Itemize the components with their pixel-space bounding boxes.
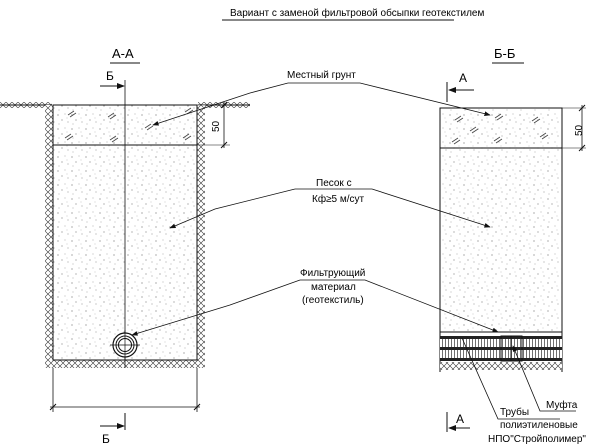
section-label-left: А-А [112, 46, 134, 61]
callout-coupling: Муфта [512, 345, 578, 412]
callout-filter: Фильтрующий материал (геотекстиль) [131, 268, 499, 336]
callout-local-soil: Местный грунт [152, 70, 491, 126]
drawing-title: Вариант с заменой фильтровой обсыпки гео… [230, 7, 484, 19]
section-a-a: А-А [0, 46, 250, 446]
callout-local-soil-label: Местный грунт [287, 70, 356, 81]
cut-marker-bottom-label-right: А [456, 412, 464, 426]
callout-sand: Песок с Кф≥5 м/сут [169, 178, 491, 229]
trench-bottom-right [440, 362, 562, 370]
callout-sand-label-2: Кф≥5 м/сут [312, 193, 365, 205]
section-b-b: Б-Б А 50 [439, 46, 586, 432]
local-soil-marks-right [451, 113, 549, 145]
callout-coupling-label: Муфта [546, 399, 578, 411]
section-label-right: Б-Б [494, 46, 515, 61]
local-soil-marks [64, 107, 194, 143]
cut-marker-top-label: Б [106, 69, 114, 83]
callout-pipes-label-3: НПО"Стройполимер" [488, 434, 586, 445]
callout-pipes-label-1: Трубы [500, 406, 529, 418]
pipe-cross-section [110, 330, 140, 360]
trench-wall-right [197, 105, 205, 367]
depth-dimension-value: 50 [211, 120, 222, 132]
callout-pipes: Трубы полиэтиленовые НПО"Стройполимер" [461, 337, 586, 445]
cut-marker-top-label-right: А [459, 71, 467, 85]
callout-pipes-label-2: полиэтиленовые [500, 420, 578, 431]
callout-filter-label-1: Фильтрующий [300, 268, 365, 279]
depth-dimension-value-right: 50 [574, 124, 585, 136]
callout-filter-label-3: (геотекстиль) [302, 295, 364, 306]
callout-filter-label-2: материал [311, 282, 356, 293]
sand-fill-right [439, 107, 563, 333]
trench-wall-left [45, 105, 53, 367]
cut-marker-bottom-label: Б [102, 432, 110, 446]
callout-sand-label-1: Песок с [316, 178, 352, 189]
